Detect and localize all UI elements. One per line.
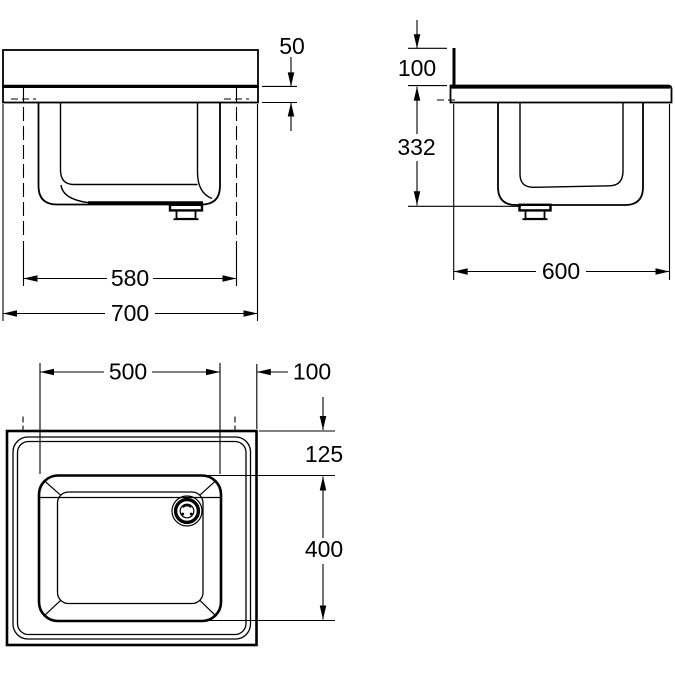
dim-label-overall-width: 700 xyxy=(111,300,149,326)
dim-label-bowl-depth-side: 332 xyxy=(397,134,435,160)
front-drain-icon xyxy=(168,203,204,221)
front-dim-fixing-centres: 580 xyxy=(22,241,238,291)
front-fixing-centrelines xyxy=(11,88,249,240)
plan-fixing-centrelines xyxy=(22,416,236,430)
dim-label-fixing-centres: 580 xyxy=(111,265,149,291)
plan-dim-bowl-width: 500 xyxy=(39,359,221,474)
plan-dim-edge-offset: 100 xyxy=(256,359,331,429)
plan-dim-bowl-depth: 400 xyxy=(208,474,343,622)
front-bowl-outer xyxy=(37,102,221,206)
side-bowl-inner xyxy=(519,102,624,189)
side-bowl-outer xyxy=(497,102,644,206)
front-bowl-inner-left xyxy=(59,102,198,186)
side-drain-icon xyxy=(518,203,552,221)
dim-label-backsplash-height: 100 xyxy=(398,55,436,81)
dim-label-apron-height: 50 xyxy=(279,33,305,59)
side-dim-overall-depth: 600 xyxy=(453,104,671,284)
front-backsplash xyxy=(2,49,259,87)
front-bowl-inner-right xyxy=(196,102,213,200)
plan-rim-inner xyxy=(16,440,247,636)
plan-dim-rim-offset: 125 xyxy=(259,397,343,467)
dim-label-bowl-width: 500 xyxy=(109,359,147,385)
dim-label-rim-offset: 125 xyxy=(305,441,343,467)
side-dim-bowl-depth: 332 xyxy=(397,86,521,207)
plan-bowl-inner xyxy=(56,491,204,605)
dim-label-bowl-depth-plan: 400 xyxy=(305,536,343,562)
dim-label-overall-depth: 600 xyxy=(542,258,580,284)
front-view: 50 580 700 xyxy=(2,33,305,326)
front-dim-overall-width: 700 xyxy=(2,104,259,326)
plan-outer-edge xyxy=(5,429,258,647)
front-bowl-floor-curve xyxy=(60,184,89,204)
dim-label-edge-offset: 100 xyxy=(293,359,331,385)
front-apron xyxy=(2,85,259,104)
plan-drain-icon xyxy=(171,495,203,527)
plan-rim-outer xyxy=(12,436,252,640)
plan-bowl-corner-mitres xyxy=(44,480,216,616)
side-view: 100 332 600 xyxy=(397,20,673,284)
side-dim-backsplash-height: 100 xyxy=(398,20,447,87)
front-dim-apron-height: 50 xyxy=(262,33,305,131)
plan-bowl-outer xyxy=(37,474,223,623)
plan-view: 500 100 125 400 xyxy=(5,359,343,647)
